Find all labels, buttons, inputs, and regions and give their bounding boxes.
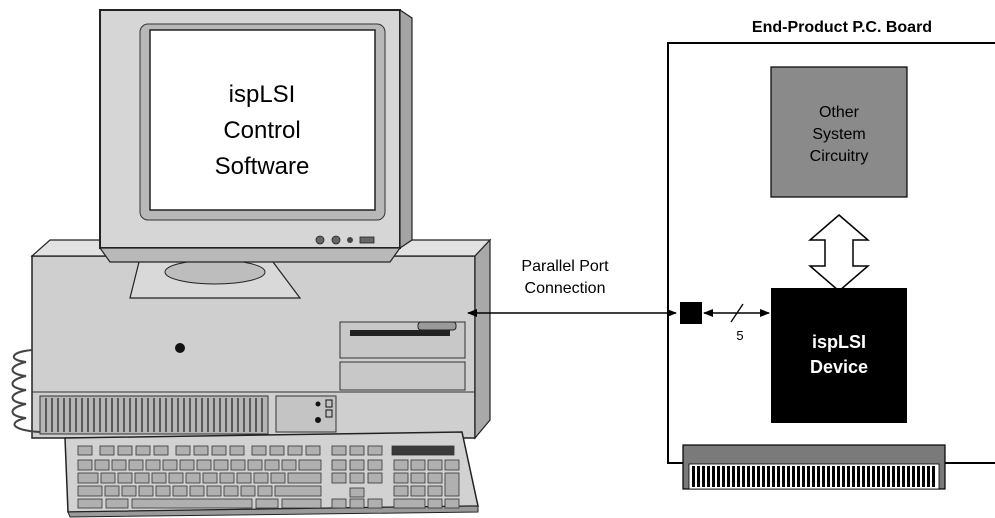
other-block-line1: Other [819, 104, 860, 121]
connector-finger [912, 466, 915, 487]
connector-finger [737, 466, 740, 487]
connector-finger [927, 466, 930, 487]
front-panel-indicators [275, 395, 337, 433]
connector-finger [772, 466, 775, 487]
connector-finger [847, 466, 850, 487]
board-connector-icon [680, 302, 702, 324]
connector-finger [877, 466, 880, 487]
device-block-line2: Device [810, 357, 868, 377]
connector-finger [757, 466, 760, 487]
connector-finger [722, 466, 725, 487]
bus-slash [730, 303, 744, 323]
connector-finger [802, 466, 805, 487]
device-block-line1: ispLSI [812, 332, 866, 352]
connector-finger [822, 466, 825, 487]
connector-finger [902, 466, 905, 487]
connector-finger [762, 466, 765, 487]
connector-finger [712, 466, 715, 487]
connector-finger [932, 466, 935, 487]
connector-finger [892, 466, 895, 487]
other-system-circuitry-block: Other System Circuitry [770, 66, 908, 198]
double-arrow-icon [807, 214, 871, 292]
connector-finger [867, 466, 870, 487]
monitor-stand [129, 257, 302, 299]
connector-finger [807, 466, 810, 487]
pc-board: End-Product P.C. Board 5 Other System Ci… [667, 19, 995, 490]
monitor: ispLSI Control Software [98, 8, 413, 263]
connector-finger [907, 466, 910, 487]
monitor-screen [149, 29, 376, 211]
isplsi-device-block: ispLSI Device [771, 288, 907, 423]
connector-finger [742, 466, 745, 487]
connector-finger [917, 466, 920, 487]
screen-text-line2: Control [223, 117, 300, 144]
connector-finger [887, 466, 890, 487]
connector-finger [852, 466, 855, 487]
connector-finger [827, 466, 830, 487]
connector-finger [897, 466, 900, 487]
connector-finger [702, 466, 705, 487]
keyboard [64, 431, 479, 518]
connector-finger [727, 466, 730, 487]
keyboard-keys [77, 445, 460, 509]
board-title: End-Product P.C. Board [752, 19, 932, 36]
connector-finger [782, 466, 785, 487]
connector-finger [842, 466, 845, 487]
connector-finger [692, 466, 695, 487]
edge-connector [682, 444, 946, 490]
connector-finger [832, 466, 835, 487]
connector-finger [857, 466, 860, 487]
connector-finger [707, 466, 710, 487]
monitor-controls [315, 235, 375, 245]
connector-finger [767, 466, 770, 487]
connector-finger [747, 466, 750, 487]
connector-finger [792, 466, 795, 487]
computer-illustration: ispLSI Control Software [11, 8, 492, 518]
connector-finger [872, 466, 875, 487]
other-block-line3: Circuitry [810, 148, 869, 165]
connector-finger [862, 466, 865, 487]
keyboard-cord [11, 349, 41, 433]
connector-finger [717, 466, 720, 487]
other-block-line2: System [812, 126, 865, 143]
parallel-port-connection: Parallel Port Connection [467, 258, 677, 317]
connector-finger [797, 466, 800, 487]
connector-finger [777, 466, 780, 487]
connector-finger [837, 466, 840, 487]
connection-label-line1: Parallel Port [521, 258, 609, 275]
connector-finger [787, 466, 790, 487]
connector-finger [882, 466, 885, 487]
floppy-drive-icon [339, 321, 466, 359]
power-button-icon [175, 343, 185, 353]
case-vent [39, 395, 269, 435]
connector-finger [752, 466, 755, 487]
screen-text-line1: ispLSI [229, 81, 296, 108]
connector-finger [697, 466, 700, 487]
connector-finger [732, 466, 735, 487]
connector-finger [922, 466, 925, 487]
connector-finger [817, 466, 820, 487]
bus-width-label: 5 [736, 328, 743, 343]
screen-text-line3: Software [215, 153, 310, 180]
connector-finger [812, 466, 815, 487]
connection-label-line2: Connection [525, 280, 606, 297]
connector-fingers [692, 466, 935, 487]
